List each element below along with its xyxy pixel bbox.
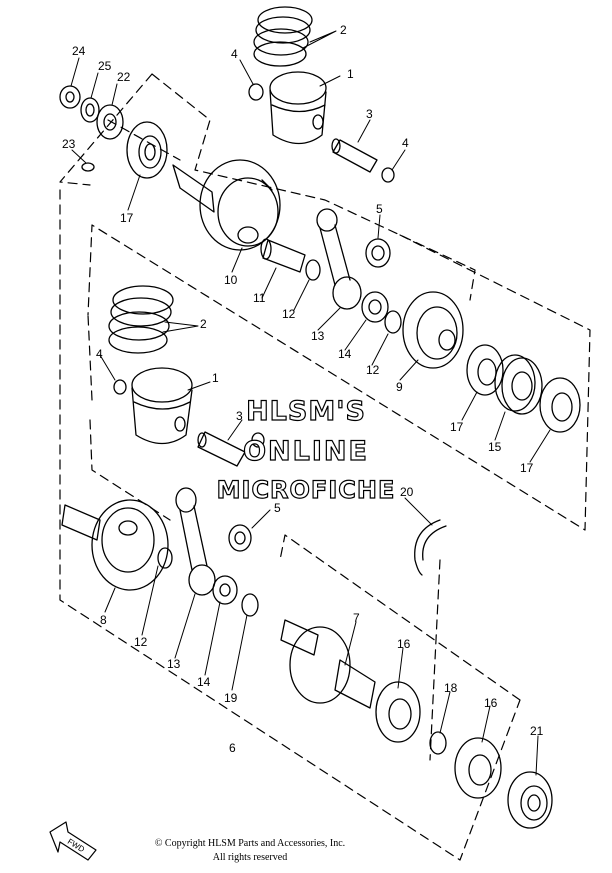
copyright-line-1: © Copyright HLSM Parts and Accessories, … — [154, 838, 346, 849]
ring-leader — [429, 559, 441, 761]
washer-25 — [80, 97, 100, 123]
callout-17: 17 — [520, 461, 534, 475]
watermark-line-1: HLSM'S — [245, 395, 366, 427]
callout-13: 13 — [311, 329, 325, 343]
callout-4: 4 — [402, 136, 409, 150]
watermark-line-2: ONLINE — [242, 435, 369, 467]
callout-25: 25 — [98, 59, 112, 73]
bearing-16a — [375, 681, 421, 743]
bearing-16b — [454, 737, 502, 799]
callout-20: 20 — [400, 485, 414, 499]
piston-upper — [269, 71, 327, 145]
piston-lower — [131, 367, 193, 445]
callout-1: 1 — [347, 67, 354, 81]
needle-bearing-5b — [228, 524, 252, 552]
needle-bearing-14b — [212, 575, 238, 605]
callout-3: 3 — [366, 107, 373, 121]
callout-16: 16 — [484, 696, 498, 710]
circlip-4c — [113, 379, 127, 395]
callout-17: 17 — [120, 211, 134, 225]
piston-rings-lower — [108, 285, 174, 354]
bearing-17-upper — [126, 121, 168, 179]
callout-9: 9 — [396, 380, 403, 394]
group-outlines — [59, 73, 591, 861]
conrod-upper — [316, 208, 362, 310]
washer-12c — [157, 547, 173, 569]
callout-18: 18 — [444, 681, 458, 695]
callout-15: 15 — [488, 440, 502, 454]
oil-seal-21 — [507, 771, 553, 829]
piston-rings-upper — [253, 6, 313, 67]
callout-14: 14 — [338, 347, 352, 361]
nut-24 — [59, 85, 81, 109]
callout-13: 13 — [167, 657, 181, 671]
watermark-line-3: MICROFICHE — [216, 475, 396, 504]
callout-6: 6 — [229, 741, 236, 755]
key-23 — [81, 162, 95, 172]
upper-crank-outline — [59, 73, 476, 301]
crank-half-10 — [172, 159, 281, 251]
circlip-4a — [248, 83, 264, 101]
callout-5: 5 — [376, 202, 383, 216]
callout-2: 2 — [200, 317, 207, 331]
callout-10: 10 — [224, 273, 238, 287]
callout-23: 23 — [62, 137, 76, 151]
callout-22: 22 — [117, 70, 131, 84]
lower-crank-outline — [87, 224, 591, 531]
callout-12: 12 — [366, 363, 380, 377]
bearing-17-right — [539, 377, 581, 433]
callout-19: 19 — [224, 691, 238, 705]
circlip-4d — [251, 432, 265, 448]
piston-pin-lower — [197, 431, 246, 467]
copyright-line-2: All rights reserved — [212, 852, 288, 863]
piston-pin-upper — [331, 138, 378, 173]
callout-17: 17 — [450, 420, 464, 434]
callout-2: 2 — [340, 23, 347, 37]
callout-8: 8 — [100, 613, 107, 627]
callout-11: 11 — [253, 291, 266, 305]
circlip-4b — [381, 167, 395, 183]
leader-lines — [70, 30, 551, 776]
labyrinth-seal-15 — [494, 354, 543, 415]
seal-22 — [96, 104, 124, 140]
callout-12: 12 — [134, 635, 148, 649]
crank-center-9 — [402, 291, 464, 369]
crank-half-7 — [280, 619, 376, 709]
callout-16: 16 — [397, 637, 411, 651]
outer-outline — [59, 189, 521, 861]
callout-5: 5 — [274, 501, 281, 515]
callout-3: 3 — [236, 409, 243, 423]
washer-18 — [429, 731, 447, 755]
callout-7: 7 — [353, 611, 360, 625]
callout-12: 12 — [282, 307, 296, 321]
callout-24: 24 — [72, 44, 86, 58]
washer-12a — [305, 259, 321, 281]
half-ring-20 — [414, 519, 447, 576]
needle-bearing-14a — [361, 291, 389, 323]
callout-14: 14 — [197, 675, 211, 689]
callout-labels: 2 24 25 22 4 1 23 3 4 17 5 10 11 12 13 1… — [62, 23, 544, 755]
needle-bearing-5a — [365, 238, 391, 268]
callout-4: 4 — [231, 47, 238, 61]
callout-21: 21 — [530, 724, 544, 738]
washer-12b — [384, 310, 402, 334]
crank-pin-11 — [260, 238, 306, 273]
callout-1: 1 — [212, 371, 219, 385]
callout-4: 4 — [96, 347, 103, 361]
washer-19 — [241, 593, 259, 617]
crank-half-8 — [61, 499, 169, 591]
conrod-lower — [175, 487, 216, 596]
